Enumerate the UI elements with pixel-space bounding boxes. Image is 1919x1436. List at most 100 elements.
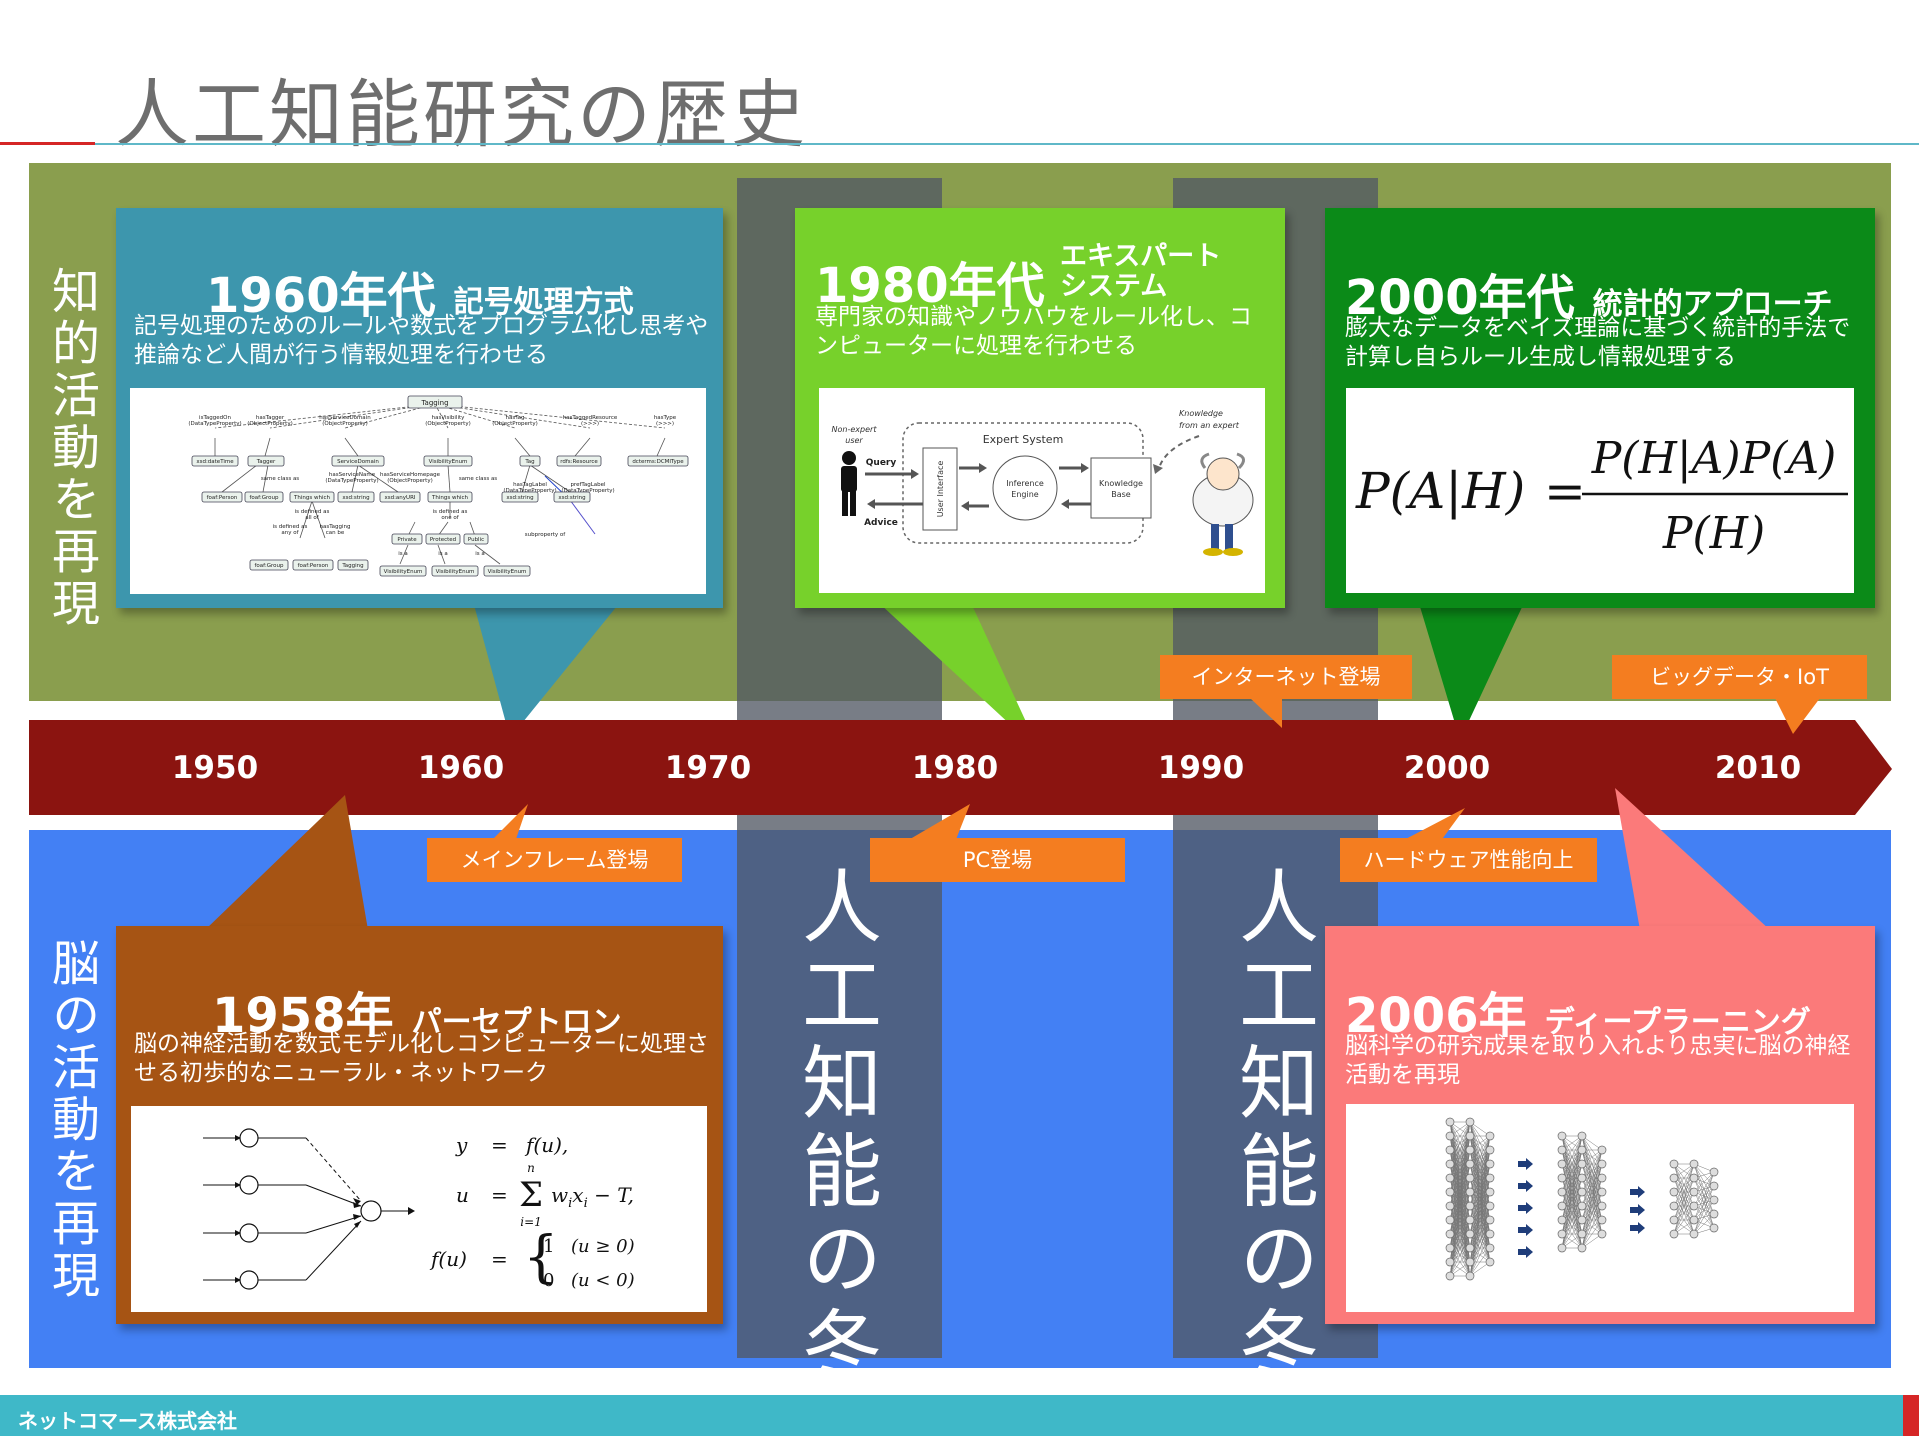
perceptron-panel: y = f(u), u = n Σ i=1 wixi − T, f(u) = {… bbox=[131, 1106, 707, 1312]
nn-neuron bbox=[1557, 1215, 1567, 1225]
onto-node: VisibilityEnum bbox=[436, 569, 475, 575]
onto-edge: hasTagLabel bbox=[513, 482, 547, 488]
nn-arrow-icon bbox=[1630, 1186, 1645, 1198]
nn-neuron bbox=[1577, 1229, 1587, 1239]
era-name: ディープラーニング bbox=[1544, 1005, 1811, 1040]
onto-node: foaf:Person bbox=[207, 495, 238, 501]
label-pointer-hardware bbox=[1400, 808, 1465, 842]
nn-neuron bbox=[1445, 1201, 1455, 1211]
nn-neuron bbox=[1709, 1209, 1719, 1219]
nn-neuron bbox=[1557, 1187, 1567, 1197]
era-box-2000s: 2000年代統計的アプローチ 膨大なデータをベイズ理論に基づく統計的手法で計算し… bbox=[1325, 208, 1875, 608]
onto-root: Tagging bbox=[420, 399, 448, 407]
nn-neuron bbox=[1689, 1229, 1699, 1239]
nn-neuron bbox=[1577, 1201, 1587, 1211]
nn-neuron bbox=[1669, 1229, 1679, 1239]
era-box-1980s-heading: 1980年代 bbox=[815, 246, 1045, 316]
nn-neuron bbox=[1577, 1131, 1587, 1141]
onto-edge: hasTag bbox=[505, 415, 524, 421]
onto-node: VisibilityEnum bbox=[488, 569, 527, 575]
footer-bar bbox=[0, 1395, 1919, 1436]
nn-neuron bbox=[1485, 1173, 1495, 1183]
nn-arrow-icon bbox=[1630, 1222, 1645, 1234]
onto-note: subproperty of bbox=[525, 532, 567, 538]
onto-prop: (ObjectProperty) bbox=[387, 478, 432, 484]
nn-neuron bbox=[1465, 1145, 1475, 1155]
onto-node: Things which bbox=[431, 495, 469, 501]
onto-edge: hasType bbox=[654, 415, 677, 421]
eq2-tail: − T, bbox=[588, 1183, 634, 1207]
era-box-1960s-heading: 1960年代記号処理方式 bbox=[206, 256, 634, 326]
nn-neuron bbox=[1557, 1243, 1567, 1253]
onto-node: xsd:string bbox=[506, 495, 533, 501]
nn-arrow-icon bbox=[1518, 1246, 1533, 1258]
onto-prop: (DataTypeProperty) bbox=[503, 488, 556, 494]
era-year: 2000年代 bbox=[1345, 270, 1575, 326]
onto-node: xsd:dateTime bbox=[196, 459, 234, 465]
nn-neuron bbox=[1445, 1159, 1455, 1169]
onto-node: VisibilityEnum bbox=[384, 569, 423, 575]
ai-winter-1-text: 人工知能の冬 bbox=[789, 865, 882, 1393]
eq1-rhs: f(u), bbox=[524, 1133, 568, 1157]
label-pointer-pc bbox=[905, 804, 970, 842]
onto-node: Public bbox=[468, 537, 484, 543]
nn-neuron bbox=[1597, 1173, 1607, 1183]
eq3-case1-value: 1 bbox=[543, 1236, 554, 1257]
nn-neuron bbox=[1597, 1159, 1607, 1169]
bayes-lhs: P(A|H) bbox=[1355, 462, 1525, 520]
nn-neuron bbox=[1597, 1187, 1607, 1197]
knowledge-label: Knowledge bbox=[1179, 409, 1223, 418]
ui-label: User Interface bbox=[936, 461, 945, 518]
nn-neuron bbox=[1577, 1243, 1587, 1253]
svg-text:wixi − T,: wixi − T, bbox=[551, 1183, 634, 1211]
onto-note: one of bbox=[441, 515, 459, 521]
onto-note: is a bbox=[475, 551, 485, 557]
onto-prop: (DataTypeProperty) bbox=[188, 421, 241, 427]
nn-arrow-icon bbox=[1518, 1202, 1533, 1214]
onto-node: foaf:Group bbox=[249, 495, 279, 501]
nn-neuron bbox=[1577, 1173, 1587, 1183]
nn-neuron bbox=[1597, 1215, 1607, 1225]
bayes-equals: = bbox=[1544, 462, 1586, 520]
nn-neuron bbox=[1465, 1131, 1475, 1141]
nn-arrow-icon bbox=[1518, 1180, 1533, 1192]
nn-neuron bbox=[1445, 1229, 1455, 1239]
nn-neuron bbox=[1597, 1145, 1607, 1155]
nn-arrow-icon bbox=[1630, 1204, 1645, 1216]
knowledge-label: from an expert bbox=[1179, 421, 1240, 430]
label-pointer-internet bbox=[1250, 698, 1282, 728]
engine-label: Inference bbox=[1006, 479, 1044, 488]
title-rule-accent bbox=[0, 142, 95, 145]
onto-node: xsd:anyURI bbox=[384, 495, 415, 501]
nn-neuron bbox=[1485, 1243, 1495, 1253]
nn-neuron bbox=[1557, 1145, 1567, 1155]
nn-neuron bbox=[1445, 1145, 1455, 1155]
title-rule bbox=[95, 143, 1919, 145]
onto-note: can be bbox=[326, 530, 345, 536]
nn-neuron bbox=[1709, 1181, 1719, 1191]
era-description: 記号処理のためのルールや数式をプログラム化し思考や推論など人間が行う情報処理を行… bbox=[134, 313, 709, 368]
nn-arrow-icon bbox=[1518, 1224, 1533, 1236]
onto-node: Private bbox=[397, 537, 417, 543]
callout-pointer-2000 bbox=[1415, 590, 1530, 740]
era-name: 記号処理方式 bbox=[453, 285, 634, 320]
footer-company: ネットコマース株式会社 bbox=[18, 1409, 237, 1433]
era-year: 1980年代 bbox=[815, 258, 1045, 314]
side-label-brain: 脳の活動を再現 bbox=[43, 938, 99, 1302]
nn-neuron bbox=[1689, 1173, 1699, 1183]
onto-edge: hasServiceDomain bbox=[319, 415, 371, 421]
eq2-w: w bbox=[551, 1183, 568, 1207]
onto-edge: hasServiceHomepage bbox=[380, 472, 441, 478]
onto-note: hasTagging bbox=[319, 524, 350, 530]
bayes-formula: P(A|H) = P(H|A)P(A) P(H) bbox=[1355, 433, 1848, 559]
nn-neuron bbox=[1597, 1201, 1607, 1211]
eq1-op: = bbox=[491, 1133, 508, 1157]
callout-pointer-2006 bbox=[1615, 788, 1770, 930]
nn-neuron bbox=[1669, 1215, 1679, 1225]
nn-neuron bbox=[1485, 1201, 1495, 1211]
onto-node: VisibilityEnum bbox=[429, 459, 468, 465]
nn-neuron bbox=[1577, 1187, 1587, 1197]
expert-scientist-icon bbox=[1192, 452, 1254, 556]
nn-neuron bbox=[1485, 1159, 1495, 1169]
